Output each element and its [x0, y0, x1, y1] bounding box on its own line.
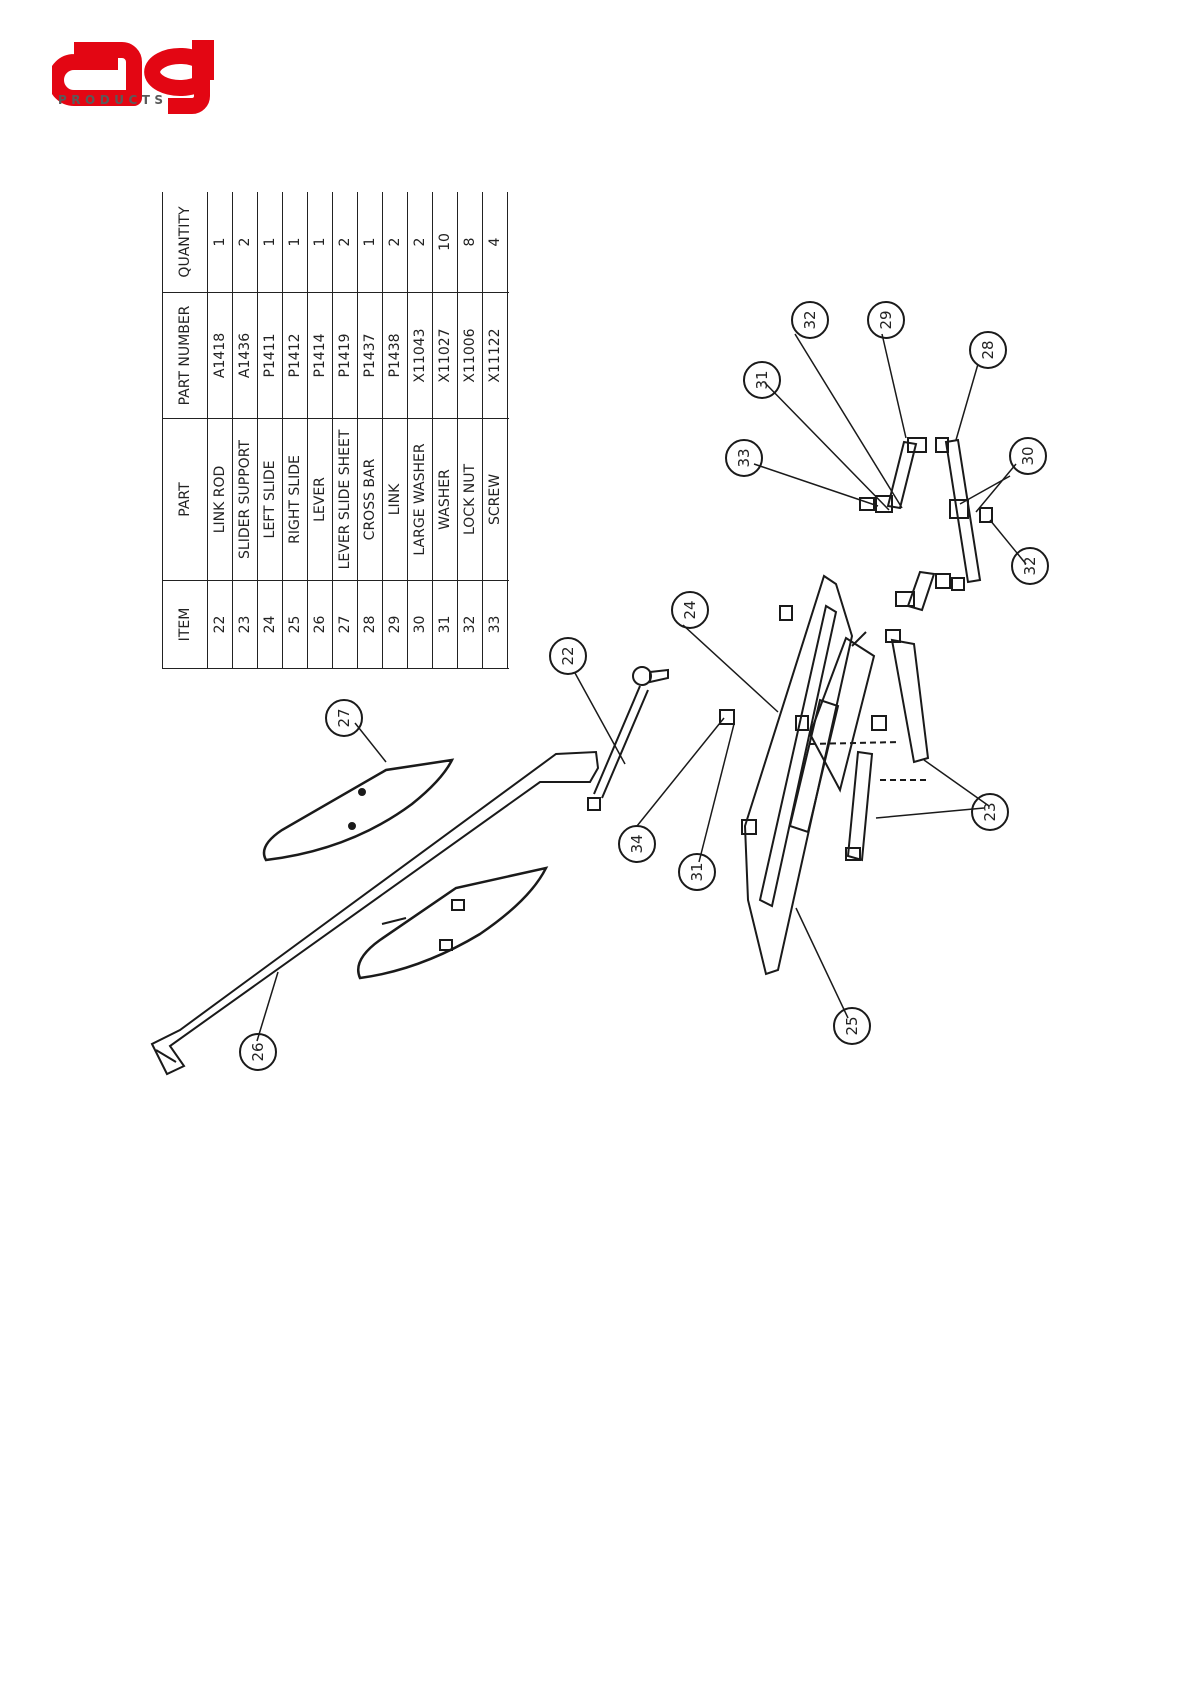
- logo-text: PRODUCTS: [58, 93, 168, 107]
- callout-23: 23: [971, 793, 1009, 831]
- right-slide-plate: [808, 636, 876, 793]
- slider-support-upper: [890, 638, 930, 764]
- svg-text:28: 28: [979, 340, 997, 359]
- cross-bar: [944, 438, 982, 584]
- svg-text:22: 22: [559, 646, 577, 665]
- svg-text:29: 29: [877, 310, 895, 329]
- svg-text:23: 23: [981, 802, 999, 821]
- callout-26: 26: [239, 1033, 277, 1071]
- callout-32-bottom: 32: [1011, 547, 1049, 585]
- svg-text:26: 26: [249, 1042, 267, 1061]
- callout-22: 22: [549, 637, 587, 675]
- callout-27: 27: [325, 699, 363, 737]
- callout-30: 30: [1009, 437, 1047, 475]
- svg-text:31: 31: [753, 370, 771, 389]
- ag-products-logo: [52, 40, 214, 114]
- callout-31-bottom: 31: [678, 853, 716, 891]
- link-upper: [886, 440, 918, 510]
- callout-32-top: 32: [791, 301, 829, 339]
- svg-text:32: 32: [1021, 556, 1039, 575]
- callout-28: 28: [969, 331, 1007, 369]
- callout-34: 34: [618, 825, 656, 863]
- slider-support-lower: [846, 750, 874, 862]
- callout-29: 29: [867, 301, 905, 339]
- svg-text:24: 24: [681, 600, 699, 619]
- svg-text:25: 25: [843, 1016, 861, 1035]
- svg-text:32: 32: [801, 310, 819, 329]
- leader-lines: [256, 333, 1027, 1042]
- lever-slide-sheet-lower: [357, 866, 549, 980]
- lever-part: [150, 750, 600, 1076]
- callout-31-top: 31: [743, 361, 781, 399]
- link-lower: [906, 570, 936, 612]
- link-rod: [593, 685, 649, 799]
- lever-slide-sheet-upper: [262, 758, 455, 862]
- callout-33: 33: [725, 439, 763, 477]
- svg-text:33: 33: [735, 448, 753, 467]
- svg-text:34: 34: [628, 834, 646, 853]
- svg-text:31: 31: [688, 862, 706, 881]
- callout-24: 24: [671, 591, 709, 629]
- svg-text:30: 30: [1019, 446, 1037, 465]
- callout-25: 25: [833, 1007, 871, 1045]
- svg-text:27: 27: [335, 708, 353, 727]
